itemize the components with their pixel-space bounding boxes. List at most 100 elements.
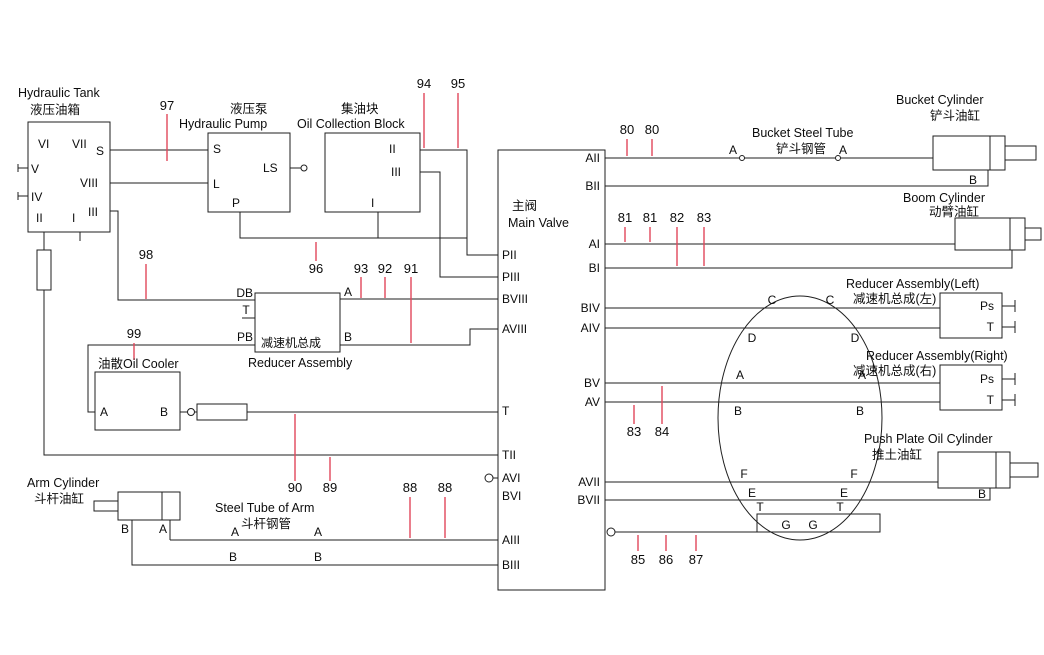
swivel-mark-e1: E [748, 486, 756, 500]
reducer-left-port-t: T [987, 320, 995, 334]
reducer-right-title-zh: 减速机总成(右) [853, 363, 936, 378]
arm-cylinder-body [117, 491, 181, 521]
hydraulic-tank-box [27, 121, 111, 233]
valve-port-bi: BI [589, 261, 600, 275]
hydraulic-pump-box [207, 132, 291, 213]
tank-port-i: I [72, 211, 75, 225]
valve-port-t: T [502, 404, 510, 418]
valve-port-bvi: BVI [502, 489, 521, 503]
valve-title-en: Main Valve [508, 216, 569, 230]
block-title-en: Oil Collection Block [297, 117, 405, 131]
valve-title-zh: 主阀 [512, 199, 537, 213]
arm-tube-mark-b1: B [229, 550, 237, 564]
reducer-left-port-ps: Ps [980, 299, 994, 313]
swivel-mark-d1: D [748, 331, 757, 345]
arm-tube-title-en: Steel Tube of Arm [215, 501, 314, 515]
pump-port-s: S [213, 142, 221, 156]
pump-title-en: Hydraulic Pump [179, 117, 267, 131]
bucket-mark-a1: A [729, 143, 737, 157]
reducer-assembly-mid-box [254, 292, 341, 353]
valve-port-aii: AII [585, 151, 600, 165]
swivel-mark-a2: A [858, 368, 866, 382]
boom-cylinder-title-zh: 动臂油缸 [929, 204, 979, 219]
reducer-mid-port-pb: PB [237, 330, 253, 344]
bucket-line-marker [835, 155, 841, 161]
bucket-cylinder-title-zh: 铲斗油缸 [930, 108, 980, 123]
pump-title-zh: 液压泵 [230, 101, 268, 116]
avi-port-marker [484, 473, 494, 483]
swivel-mark-g2: G [808, 518, 817, 532]
reducer-right-box [939, 364, 1003, 411]
callout-97: 97 [160, 98, 174, 113]
valve-port-avi: AVI [502, 471, 520, 485]
labels: Hydraulic Tank 液压油箱 VI VII S V VIII IV I… [18, 76, 1008, 572]
callout-87: 87 [689, 552, 703, 567]
bucket-tube-title-zh: 铲斗钢管 [776, 141, 826, 156]
reducer-right-port-t: T [987, 393, 995, 407]
arm-tube-title-zh: 斗杆钢管 [241, 516, 291, 531]
reducer-left-title-en: Reducer Assembly(Left) [846, 277, 979, 291]
valve-port-aiv: AIV [581, 321, 600, 335]
reducer-mid-port-db: DB [236, 286, 253, 300]
callout-80a: 80 [620, 122, 634, 137]
tank-title-en: Hydraulic Tank [18, 86, 101, 100]
tank-port-s: S [96, 144, 104, 158]
callout-81a: 81 [618, 210, 632, 225]
swivel-mark-a1: A [736, 368, 744, 382]
reducer-mid-title-zh: 减速机总成 [261, 336, 321, 350]
tank-title-zh: 液压油箱 [30, 102, 80, 117]
valve-port-biii: BIII [502, 558, 520, 572]
swivel-mark-e2: E [840, 486, 848, 500]
callout-99: 99 [127, 326, 141, 341]
swivel-mark-b2: B [856, 404, 864, 418]
swivel-mark-b1: B [734, 404, 742, 418]
reducer-left-box [939, 292, 1003, 339]
arm-tube-mark-a1: A [231, 525, 239, 539]
callout-96: 96 [309, 261, 323, 276]
cooler-line-filter [196, 403, 248, 421]
bucket-line-marker [739, 155, 745, 161]
oil-cooler-box [94, 371, 181, 431]
pump-port-l: L [213, 177, 220, 191]
bucket-cylinder-rod [1004, 145, 1037, 161]
valve-port-bviii: BVIII [502, 292, 528, 306]
arm-cylinder-title-en: Arm Cylinder [27, 476, 99, 490]
pump-port-ls: LS [263, 161, 278, 175]
tank-port-vii: VII [72, 137, 87, 151]
callout-98: 98 [139, 247, 153, 262]
reducer-mid-port-b: B [344, 330, 352, 344]
arm-cylinder-rod [93, 500, 119, 512]
tank-port-vi: VI [38, 137, 49, 151]
valve-port-av: AV [585, 395, 600, 409]
valve-port-biv: BIV [581, 301, 600, 315]
callout-91: 91 [404, 261, 418, 276]
ls-port-marker [300, 164, 308, 172]
drain-port-marker [606, 527, 616, 537]
bucket-mark-b: B [969, 173, 977, 187]
swivel-mark-d2: D [851, 331, 860, 345]
arm-tube-mark-b2: B [314, 550, 322, 564]
port-markers [187, 155, 841, 537]
callout-84: 84 [655, 424, 669, 439]
swivel-mark-t2: T [836, 500, 844, 514]
callout-82: 82 [670, 210, 684, 225]
callout-80b: 80 [645, 122, 659, 137]
reducer-right-port-ps: Ps [980, 372, 994, 386]
valve-port-pii: PII [502, 248, 517, 262]
swivel-mark-c2: C [826, 293, 835, 307]
callout-83: 83 [697, 210, 711, 225]
bucket-cylinder-body [932, 135, 1006, 171]
boom-cylinder-body [954, 217, 1026, 251]
callout-83b: 83 [627, 424, 641, 439]
reducer-mid-port-t: T [242, 303, 250, 317]
valve-port-bii: BII [585, 179, 600, 193]
reducer-mid-port-a: A [344, 285, 352, 299]
callout-81b: 81 [643, 210, 657, 225]
callout-88a: 88 [403, 480, 417, 495]
component-boxes [27, 121, 1042, 591]
block-port-ii: II [389, 142, 396, 156]
valve-port-bvii: BVII [577, 493, 600, 507]
bucket-tube-title-en: Bucket Steel Tube [752, 126, 854, 140]
valve-port-piii: PIII [502, 270, 520, 284]
